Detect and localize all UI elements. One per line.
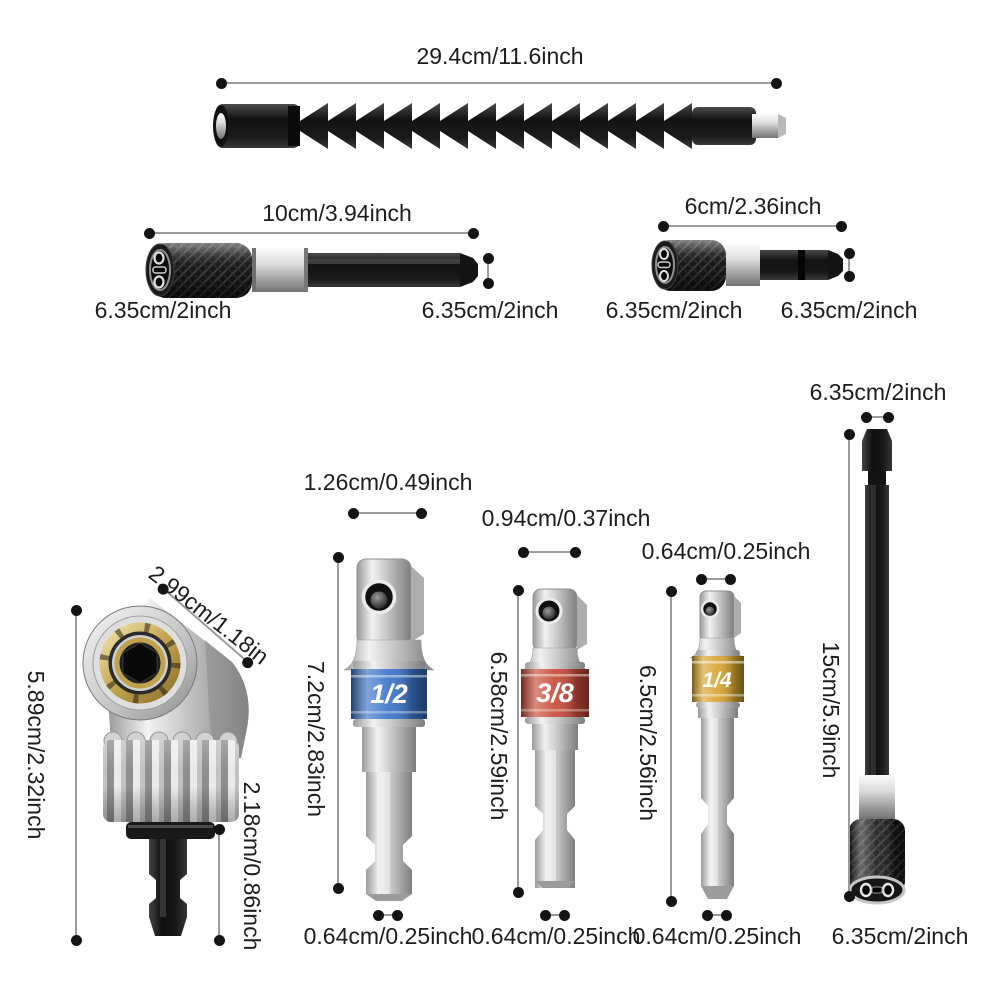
label-socket12-shank: 0.64cm/0.25inch (303, 923, 473, 949)
label-socket38-drive: 0.94cm/0.37inch (481, 505, 651, 531)
socket-size-text: 1/4 (702, 669, 732, 692)
flexible-shaft-image (213, 103, 786, 149)
label-holder10-shank: 6.35cm/2inch (421, 297, 559, 323)
dim-line-holder6-length (658, 221, 847, 232)
label-angle-shank: 2.18cm/0.86inch (239, 781, 265, 951)
dim-line-socket12-shank (373, 910, 403, 921)
label-socket38-shank: 0.64cm/0.25inch (471, 923, 641, 949)
dim-line-holder6-shank (844, 248, 855, 282)
label-extbar-length: 15cm/5.9inch (818, 641, 844, 779)
dim-line-socket14-length (666, 586, 677, 907)
dim-line-socket38-length (513, 585, 524, 898)
bit-holder-6cm-image (651, 240, 843, 291)
label-holder6-shank: 6.35cm/2inch (780, 297, 918, 323)
dim-line-socket14-shank (702, 910, 732, 921)
socket-adapter-3-8-image: 3/8 (520, 588, 590, 888)
dim-line-socket12-length (333, 552, 344, 894)
label-holder6-length: 6cm/2.36inch (684, 193, 822, 219)
socket-size-text: 3/8 (536, 678, 574, 708)
label-holder10-length: 10cm/3.94inch (262, 200, 412, 226)
label-socket14-length: 6.5cm/2.56inch (635, 665, 661, 821)
dim-line-holder10-length (144, 228, 479, 239)
extension-bar-image (848, 429, 906, 905)
socket-adapter-1-4-image: 1/4 (689, 590, 745, 899)
dim-line-angle-length (71, 605, 82, 946)
bit-holder-10cm-image (145, 243, 478, 298)
dim-line-extbar-shank (861, 412, 894, 423)
label-flex-shaft-length: 29.4cm/11.6inch (416, 43, 584, 69)
label-extbar-shank: 6.35cm/2inch (809, 379, 947, 405)
dim-line-socket14-drive (696, 574, 736, 585)
socket-adapter-1-2-image: 1/2 (343, 558, 435, 901)
label-angle-length: 5.89cm/2.32inch (23, 670, 49, 840)
label-socket12-length: 7.2cm/2.83inch (303, 661, 329, 817)
label-socket14-drive: 0.64cm/0.25inch (641, 538, 811, 564)
label-holder10-collar: 6.35cm/2inch (94, 297, 232, 323)
label-socket12-drive: 1.26cm/0.49inch (303, 469, 473, 495)
dim-line-holder10-shank (483, 253, 494, 289)
dim-line-flex-shaft-length (216, 78, 782, 89)
label-extbar-collar: 6.35cm/2inch (831, 923, 969, 949)
dim-line-socket38-drive (518, 547, 581, 558)
label-holder6-collar: 6.35cm/2inch (605, 297, 743, 323)
dim-line-angle-shank (214, 824, 225, 946)
right-angle-adapter-image (82, 598, 249, 936)
socket-size-text: 1/2 (370, 679, 408, 709)
label-socket38-length: 6.58cm/2.59inch (486, 651, 512, 821)
label-socket14-shank: 0.64cm/0.25inch (632, 923, 802, 949)
dim-line-socket12-drive (348, 508, 427, 519)
dim-line-socket38-shank (540, 910, 570, 921)
dim-line-extbar-length (844, 429, 855, 902)
